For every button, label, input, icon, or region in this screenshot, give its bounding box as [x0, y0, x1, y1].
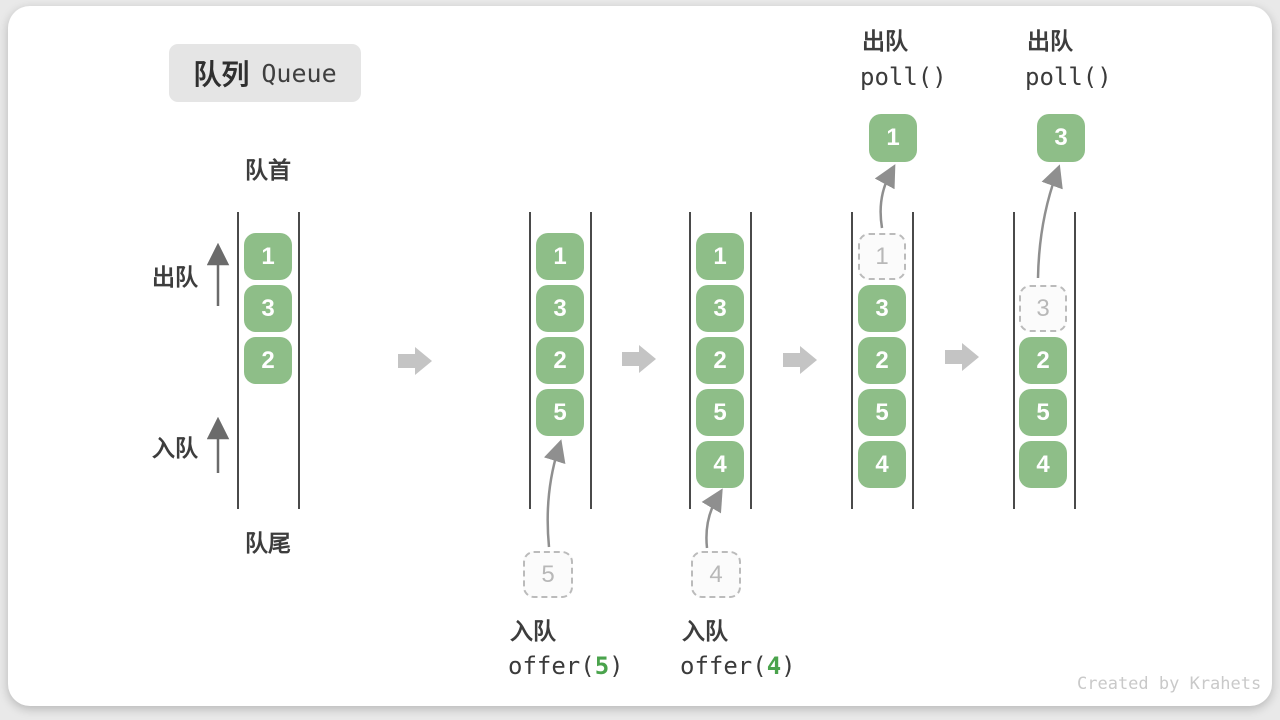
q5-cell: 4: [1019, 441, 1067, 488]
q3-cell: 4: [696, 441, 744, 488]
title-en: Queue: [261, 58, 337, 88]
q4-popped-cell: 1: [869, 114, 917, 162]
q3-wall-left: [689, 212, 691, 509]
queue-front-label: 队首: [245, 157, 291, 183]
q5-cell: 2: [1019, 337, 1067, 384]
offer1-code: offer(5): [508, 652, 624, 681]
poll2-code: poll(): [1025, 63, 1112, 91]
q4-wall-left: [851, 212, 853, 509]
q4-cell: 5: [858, 389, 906, 436]
offer2-code: offer(4): [680, 652, 796, 681]
q5-ghost-cell: 3: [1019, 285, 1067, 332]
q4-cell: 3: [858, 285, 906, 332]
q1-wall-left: [237, 212, 239, 509]
q4-wall-right: [912, 212, 914, 509]
q3-cell: 3: [696, 285, 744, 332]
offer2-code-pre: offer(: [680, 652, 767, 680]
q2-wall-left: [529, 212, 531, 509]
title-badge: 队列 Queue: [169, 44, 361, 102]
q2-cell: 2: [536, 337, 584, 384]
q1-cell: 1: [244, 233, 292, 280]
q3-incoming-cell: 4: [691, 551, 741, 598]
watermark: Created by Krahets: [1077, 674, 1262, 694]
poll2-label: 出队: [1027, 28, 1073, 54]
q3-cell: 5: [696, 389, 744, 436]
title-cn: 队列: [193, 59, 250, 90]
q4-cell: 2: [858, 337, 906, 384]
enqueue-side-label: 入队: [152, 435, 198, 461]
flow-arrow-icon: [398, 347, 432, 375]
q1-cell: 3: [244, 285, 292, 332]
q3-cell: 2: [696, 337, 744, 384]
offer1-code-post: ): [609, 652, 624, 680]
q2-wall-right: [590, 212, 592, 509]
q3-cell: 1: [696, 233, 744, 280]
poll1-code: poll(): [860, 63, 947, 91]
q1-wall-right: [298, 212, 300, 509]
offer2-code-arg: 4: [766, 652, 782, 680]
q2-incoming-cell: 5: [523, 551, 573, 598]
offer2-code-post: ): [781, 652, 796, 680]
q5-wall-right: [1074, 212, 1076, 509]
offer2-label: 入队: [682, 618, 728, 644]
q4-ghost-cell: 1: [858, 233, 906, 280]
flow-arrow-icon: [622, 345, 656, 373]
q2-cell: 3: [536, 285, 584, 332]
offer1-code-pre: offer(: [508, 652, 595, 680]
q5-popped-cell: 3: [1037, 114, 1085, 162]
q4-cell: 4: [858, 441, 906, 488]
dequeue-side-label: 出队: [152, 264, 198, 290]
offer1-code-arg: 5: [594, 652, 610, 680]
q1-cell: 2: [244, 337, 292, 384]
q5-cell: 5: [1019, 389, 1067, 436]
offer1-label: 入队: [510, 618, 556, 644]
q5-wall-left: [1013, 212, 1015, 509]
flow-arrow-icon: [783, 346, 817, 374]
q2-cell: 1: [536, 233, 584, 280]
flow-arrow-icon: [945, 343, 979, 371]
q3-wall-right: [750, 212, 752, 509]
poll1-label: 出队: [862, 28, 908, 54]
queue-rear-label: 队尾: [245, 530, 291, 556]
q2-cell: 5: [536, 389, 584, 436]
